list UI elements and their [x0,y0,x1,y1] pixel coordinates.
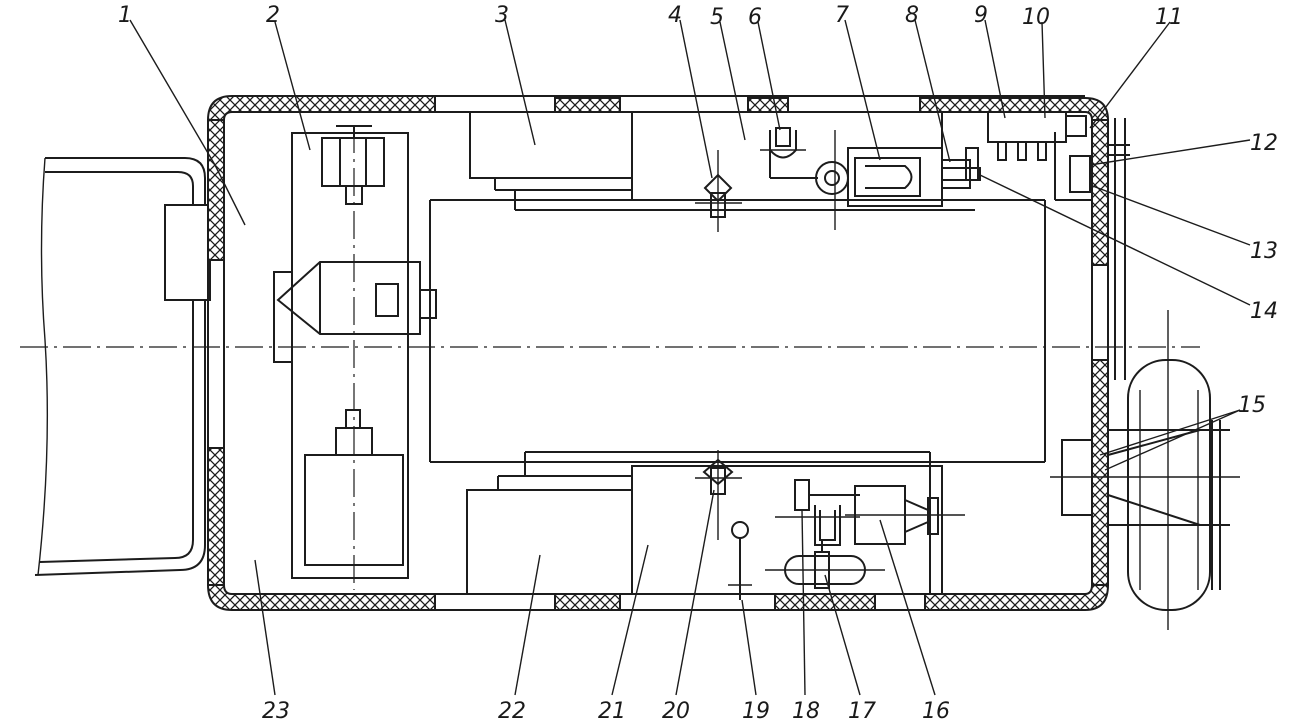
callout-21: 21 [598,699,626,724]
callout-labels: 1 2 3 4 5 6 7 8 9 10 11 12 13 14 15 16 1… [118,3,1278,724]
callout-12: 12 [1250,131,1278,156]
callout-1: 1 [118,3,132,28]
towing-vehicle [34,157,211,576]
insulated-body-walls [206,95,1110,611]
callout-22: 22 [498,699,526,724]
callout-23: 23 [262,699,290,724]
callout-13: 13 [1250,239,1278,264]
callout-8: 8 [905,3,919,28]
callout-2: 2 [266,3,280,28]
callout-19: 19 [742,699,770,724]
wheel-assembly [1050,310,1240,630]
callout-5: 5 [710,5,724,30]
top-compartment [469,111,981,232]
callout-9: 9 [974,3,988,28]
callout-4: 4 [668,3,682,28]
callout-3: 3 [495,3,509,28]
bottom-compartment [466,450,965,600]
callout-15: 15 [1238,393,1266,418]
leader-lines [129,19,1251,696]
callout-17: 17 [848,699,876,724]
callout-18: 18 [792,699,820,724]
callout-7: 7 [835,3,849,28]
callout-16: 16 [922,699,950,724]
callout-20: 20 [662,699,690,724]
callout-10: 10 [1022,5,1050,30]
callout-11: 11 [1155,5,1183,30]
callout-6: 6 [748,5,762,30]
callout-14: 14 [1250,299,1278,324]
